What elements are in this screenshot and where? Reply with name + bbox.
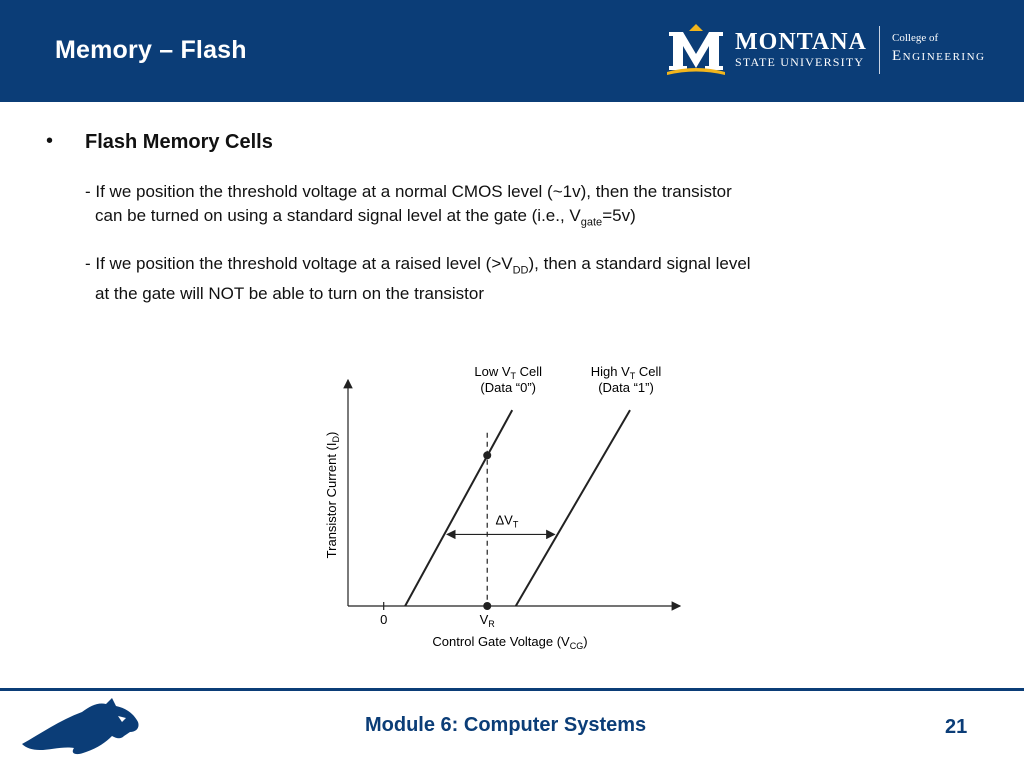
y-axis-label-sub: D [331, 436, 341, 443]
msu-m-icon [667, 24, 725, 75]
x-axis-label: Control Gate Voltage (VCG) [432, 634, 587, 651]
paragraph-2: - If we position the threshold voltage a… [85, 252, 751, 306]
footer-divider [0, 688, 1024, 691]
series-line-high-vt [514, 409, 631, 607]
low-vt-label-text: Low V [474, 364, 510, 379]
msu-engineering-logo: MONTANA STATE UNIVERSITY College of Engi… [665, 22, 1015, 80]
low-vt-label-line2: (Data “0”) [480, 380, 536, 395]
p2-l1-suffix: ), then a standard signal level [528, 254, 751, 273]
bullet-marker: • [46, 130, 54, 152]
delta-vt-prefix: ΔV [495, 512, 513, 527]
low-vt-label-line1: Low VT Cell [474, 364, 542, 381]
logo-divider [879, 26, 880, 74]
university-name: MONTANA STATE UNIVERSITY [735, 30, 867, 70]
college-line1: College of [892, 32, 939, 44]
high-vt-label-line1: High VT Cell [591, 364, 662, 381]
paragraph-2-line-2: at the gate will NOT be able to turn on … [95, 284, 485, 304]
vr-sub: R [488, 619, 495, 629]
low-vt-label-suffix: Cell [516, 364, 542, 379]
intersection-point [483, 451, 492, 460]
university-line1: MONTANA [735, 29, 867, 55]
header-bar: Memory – Flash MONTANA STATE UNIVERSITY … [0, 0, 1024, 102]
p2-l1-prefix: - If we position the threshold voltage a… [85, 254, 513, 273]
x-axis-label-close: ) [583, 634, 587, 649]
paragraph-1: - If we position the threshold voltage a… [85, 180, 732, 234]
y-axis-label-close: ) [324, 432, 339, 436]
high-vt-label-suffix: Cell [635, 364, 661, 379]
delta-vt-label: ΔVT [495, 512, 518, 529]
p1-l2-prefix: can be turned on using a standard signal… [95, 206, 581, 225]
high-vt-label-sub: T [630, 371, 636, 381]
series-line-low-vt [404, 409, 514, 607]
page-number: 21 [945, 716, 968, 738]
p1-l2-sub: gate [580, 216, 603, 229]
paragraph-1-line-2: can be turned on using a standard signal… [85, 204, 732, 234]
paragraph-2-line-1: - If we position the threshold voltage a… [85, 252, 751, 282]
threshold-voltage-chart: 0 ΔVT VR Low VT Cell (Data “0”) High VT … [324, 364, 682, 651]
vr-prefix: V [480, 612, 489, 627]
x-axis-label-sub: CG [570, 641, 584, 651]
y-axis-label-text: Transistor Current (I [324, 443, 339, 559]
vr-axis-point [483, 602, 492, 610]
high-vt-label-line2: (Data “1”) [598, 380, 654, 395]
p2-l1-sub: DD [512, 264, 529, 277]
university-line2: STATE UNIVERSITY [735, 55, 865, 69]
slide-title: Memory – Flash [55, 36, 247, 64]
x-tick-label-vr: VR [480, 612, 496, 629]
paragraph-1-line-1: - If we position the threshold voltage a… [85, 182, 732, 201]
delta-vt-sub: T [513, 519, 519, 529]
bobcat-mascot-icon [22, 698, 139, 755]
college-line2: Engineering [892, 48, 986, 64]
bullet-heading: Flash Memory Cells [85, 131, 273, 153]
high-vt-label-text: High V [591, 364, 630, 379]
low-vt-label-sub: T [511, 371, 517, 381]
x-axis-label-text: Control Gate Voltage (V [432, 634, 570, 649]
x-tick-label-zero: 0 [380, 612, 387, 627]
college-name: College of Engineering [892, 32, 985, 67]
y-axis-label: Transistor Current (ID) [324, 432, 341, 559]
footer-module-title: Module 6: Computer Systems [365, 714, 647, 736]
p1-l2-suffix: =5v) [602, 206, 636, 225]
